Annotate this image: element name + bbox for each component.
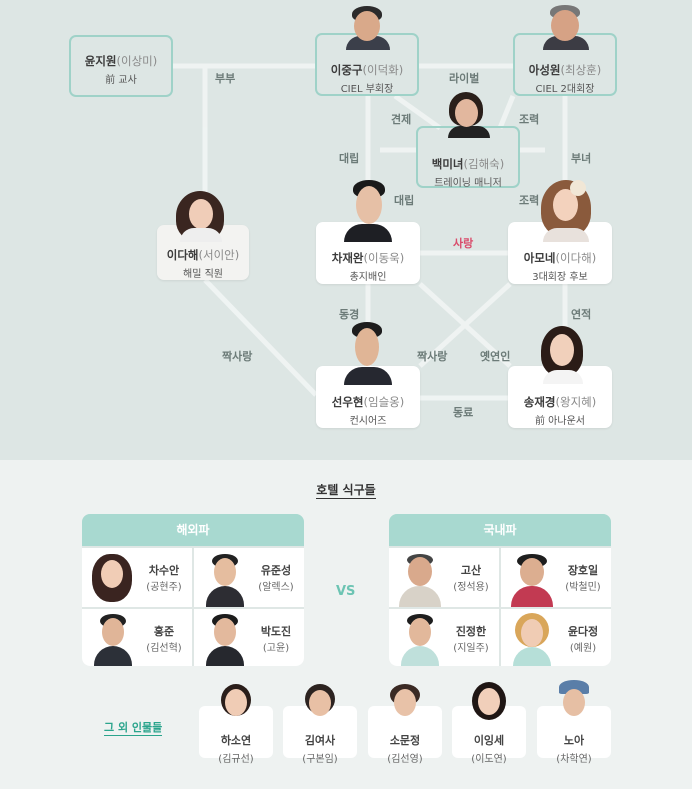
team-title: 해외파 (82, 514, 304, 546)
character-name: 아모네(이다해) (508, 250, 612, 266)
character-name: 윤지원(이상미) (71, 53, 171, 69)
relation-label-check: 견제 (391, 111, 411, 127)
member-actor: (이도연) (452, 750, 526, 765)
character-role: 컨시어즈 (316, 412, 420, 427)
relation-label-crush-2: 짝사랑 (417, 348, 447, 364)
relation-label-admire: 동경 (339, 306, 359, 322)
member-name: 진정한 (443, 623, 499, 639)
other-member-card: 이잉세 (이도연) (452, 706, 526, 758)
member-actor: (정석용) (443, 578, 499, 593)
character-name: 차재완(이동욱) (316, 250, 420, 266)
member-name: 박도진 (248, 623, 304, 639)
hotel-staff-section: 호텔 식구들 해외파 차수안 (공현주) 유준성 (알렉스) 홍준 (김선혁) (0, 460, 692, 789)
other-member-card: 김여사 (구본임) (283, 706, 357, 758)
member-cell: 유준성 (알렉스) (194, 548, 304, 607)
character-role: CIEL 부회장 (317, 80, 417, 95)
other-member-card: 소문정 (김선영) (368, 706, 442, 758)
member-actor: (공현주) (136, 578, 192, 593)
member-name: 하소연 (199, 732, 273, 748)
character-role: 3대회장 후보 (508, 268, 612, 283)
member-name: 유준성 (248, 562, 304, 578)
character-yoon-jiwon: 윤지원(이상미) 前 교사 (69, 35, 173, 97)
member-actor: (김선혁) (136, 639, 192, 654)
member-actor: (박철민) (555, 578, 611, 593)
relation-label-support-1: 조력 (519, 111, 539, 127)
member-cell: 장호일 (박철민) (501, 548, 611, 607)
member-actor: (차학연) (537, 750, 611, 765)
relation-label-ex-lover: 옛연인 (480, 348, 510, 364)
character-role: 前 교사 (71, 71, 171, 86)
member-actor: (예원) (555, 639, 611, 654)
member-actor: (알렉스) (248, 578, 304, 593)
member-name: 홍준 (136, 623, 192, 639)
relation-label-colleague: 동료 (453, 404, 473, 420)
character-name: 백미녀(김해숙) (418, 156, 518, 172)
member-name: 고산 (443, 562, 499, 578)
relation-label-conflict-2: 대립 (394, 192, 414, 208)
member-actor: (지일주) (443, 639, 499, 654)
character-name: 선우현(임슬옹) (316, 394, 420, 410)
member-cell: 차수안 (공현주) (82, 548, 192, 607)
relation-label-love: 사랑 (453, 235, 473, 251)
other-member-card: 하소연 (김규선) (199, 706, 273, 758)
member-name: 장호일 (555, 562, 611, 578)
character-name: 이중구(이덕화) (317, 62, 417, 78)
character-role: CIEL 2대회장 (515, 80, 615, 95)
member-actor: (김규선) (199, 750, 273, 765)
member-cell: 윤다정 (예원) (501, 609, 611, 666)
relation-label-couple: 부부 (215, 70, 235, 86)
member-name: 차수안 (136, 562, 192, 578)
character-name: 송재경(왕지혜) (508, 394, 612, 410)
relation-label-love-rival: 연적 (571, 306, 591, 322)
member-cell: 박도진 (고윤) (194, 609, 304, 666)
character-name: 아성원(최상훈) (515, 62, 615, 78)
member-name: 윤다정 (555, 623, 611, 639)
others-label: 그 외 인물들 (104, 719, 162, 736)
relationship-map: 부부 라이벌 견제 조력 대립 부녀 대립 조력 사랑 짝사랑 동경 연적 짝사… (0, 0, 692, 460)
relation-label-father-daughter: 부녀 (571, 150, 591, 166)
member-cell: 진정한 (지일주) (389, 609, 499, 666)
relation-label-rival: 라이벌 (449, 70, 479, 86)
character-role: 총지배인 (316, 268, 420, 283)
member-cell: 홍준 (김선혁) (82, 609, 192, 666)
vs-label: VS (336, 584, 355, 599)
member-actor: (김선영) (368, 750, 442, 765)
character-role: 前 아나운서 (508, 412, 612, 427)
member-name: 소문정 (368, 732, 442, 748)
character-role: 해밀 직원 (157, 265, 249, 280)
relation-label-conflict-1: 대립 (339, 150, 359, 166)
other-member-card: 노아 (차학연) (537, 706, 611, 758)
character-role: 트레이닝 매니저 (418, 174, 518, 189)
relation-label-support-2: 조력 (519, 192, 539, 208)
member-name: 이잉세 (452, 732, 526, 748)
team-domestic: 국내파 고산 (정석용) 장호일 (박철민) 진정한 (지일주) 윤다정 (389, 514, 611, 666)
member-name: 노아 (537, 732, 611, 748)
member-name: 김여사 (283, 732, 357, 748)
member-actor: (구본임) (283, 750, 357, 765)
team-title: 국내파 (389, 514, 611, 546)
character-name: 이다해(서이안) (157, 247, 249, 263)
relation-label-crush-1: 짝사랑 (222, 348, 252, 364)
member-actor: (고윤) (248, 639, 304, 654)
team-overseas: 해외파 차수안 (공현주) 유준성 (알렉스) 홍준 (김선혁) 박도진 (고윤 (82, 514, 304, 666)
member-cell: 고산 (정석용) (389, 548, 499, 607)
section-title: 호텔 식구들 (0, 481, 692, 498)
